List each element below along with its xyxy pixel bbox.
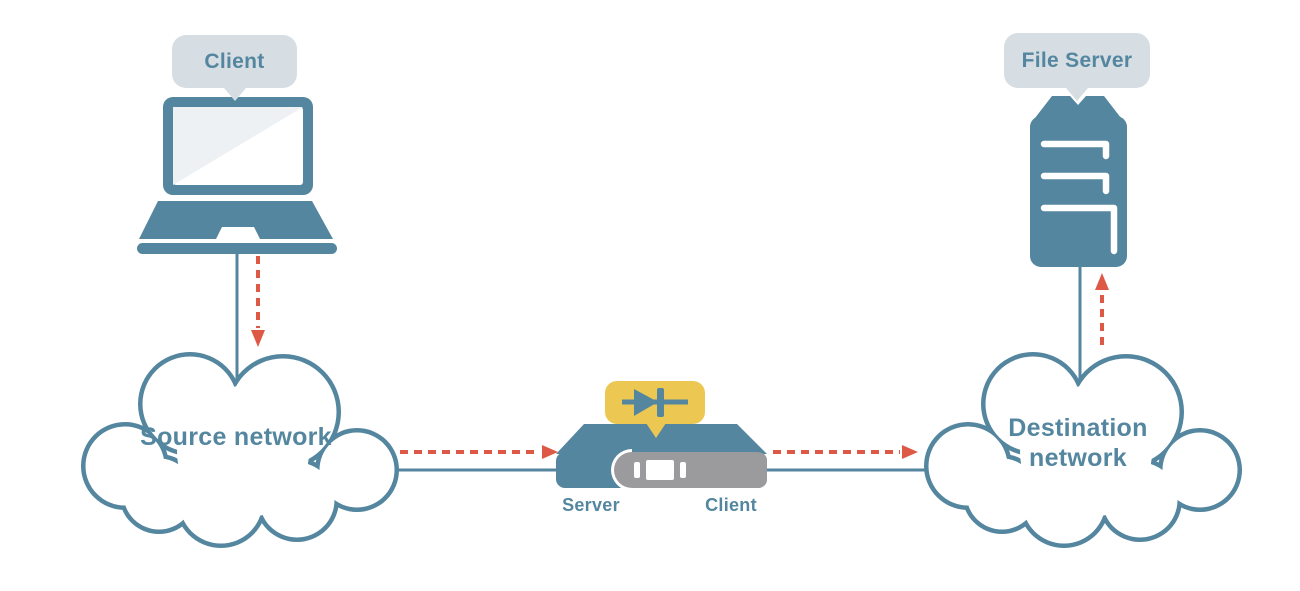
client-bubble-label: Client — [204, 49, 265, 73]
appliance-indicator-lights — [634, 460, 686, 480]
diode-badge — [605, 381, 705, 438]
laptop-icon — [137, 97, 337, 254]
appliance-server-label: Server — [562, 495, 620, 515]
diode-symbol-icon — [622, 388, 688, 417]
connector-client-to-source — [235, 250, 265, 382]
client-bubble: Client — [172, 35, 297, 88]
touchpad — [216, 227, 260, 239]
connector-source-to-diode — [394, 445, 566, 472]
data-diode-appliance-icon — [556, 424, 767, 491]
connector-destination-to-fileserver — [1078, 262, 1109, 385]
drive-bay-lines — [1040, 140, 1118, 255]
file-server-bubble: File Server — [1004, 33, 1150, 88]
arrowhead-right — [902, 445, 918, 459]
file-server-bubble-label: File Server — [1021, 48, 1133, 72]
arrowhead-up — [1095, 273, 1109, 290]
arrowhead-right — [542, 445, 558, 459]
connector-diode-to-destination — [765, 445, 935, 472]
source-network-label: Source network — [140, 423, 332, 451]
server-tower-icon — [1030, 96, 1127, 267]
arrowhead-down — [251, 330, 265, 347]
appliance-client-label: Client — [705, 495, 757, 515]
destination-network-label: Destination network — [1008, 414, 1148, 472]
